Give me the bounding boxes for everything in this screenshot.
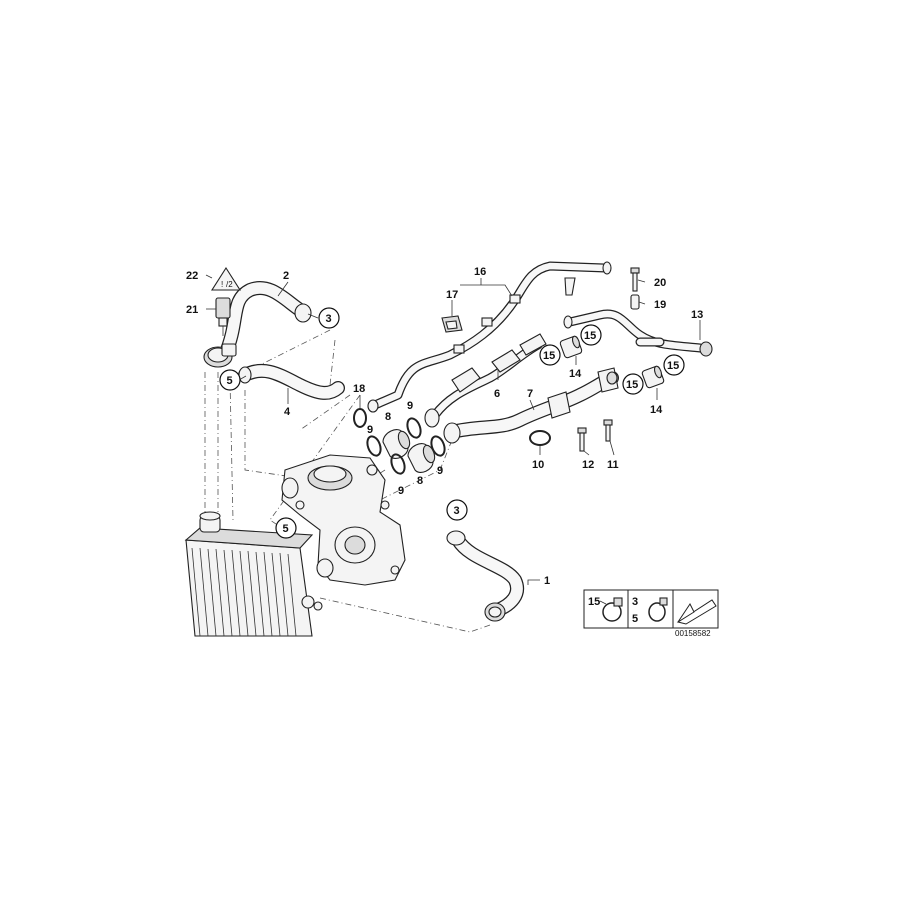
circled-callout-15-a: 15 bbox=[580, 324, 602, 346]
legend-label-5: 5 bbox=[632, 613, 638, 625]
callout-1: 1 bbox=[544, 575, 550, 587]
bolt-20 bbox=[630, 267, 640, 292]
hose-2 bbox=[218, 281, 312, 362]
callout-11: 11 bbox=[607, 459, 619, 471]
callout-19: 19 bbox=[654, 299, 666, 311]
svg-text:15: 15 bbox=[626, 379, 638, 391]
legend-reference-arrow-icon bbox=[676, 599, 717, 625]
callout-numbers: 22 2 21 4 18 16 17 6 7 8 9 9 9 8 9 10 12… bbox=[186, 266, 703, 587]
diagram-reference-number: 00158582 bbox=[675, 629, 711, 638]
callout-7: 7 bbox=[527, 388, 533, 400]
svg-text:3: 3 bbox=[326, 313, 332, 325]
sleeve-19 bbox=[630, 294, 640, 310]
callout-20: 20 bbox=[654, 277, 666, 289]
circled-callout-5-top: 5 bbox=[219, 369, 241, 391]
o-ring-18 bbox=[353, 408, 367, 428]
sleeve-8-lower bbox=[407, 443, 436, 473]
callout-9-left: 9 bbox=[367, 424, 373, 436]
callout-8-lower: 8 bbox=[417, 475, 423, 487]
hose-14-a bbox=[559, 335, 583, 359]
callout-4: 4 bbox=[284, 406, 291, 418]
warning-triangle-label: ! /2 bbox=[210, 266, 242, 291]
callout-13: 13 bbox=[691, 309, 703, 321]
svg-text:15: 15 bbox=[543, 350, 555, 362]
circled-callouts: 3 5 5 3 15 15 15 15 bbox=[219, 307, 685, 539]
svg-text:15: 15 bbox=[667, 360, 679, 372]
callout-9-upper-right: 9 bbox=[407, 400, 413, 412]
sleeve-8-upper bbox=[382, 429, 411, 459]
svg-text:15: 15 bbox=[584, 330, 596, 342]
callout-6: 6 bbox=[494, 388, 500, 400]
circled-callout-5-lower: 5 bbox=[275, 517, 297, 539]
callout-9-lower: 9 bbox=[398, 485, 404, 497]
callout-10: 10 bbox=[532, 459, 544, 471]
pipe-7 bbox=[443, 367, 619, 444]
radiator-fins bbox=[191, 547, 297, 637]
callout-8-upper: 8 bbox=[385, 411, 391, 423]
circled-callout-15-c: 15 bbox=[663, 354, 685, 376]
svg-text:5: 5 bbox=[283, 523, 289, 535]
callout-2: 2 bbox=[283, 270, 289, 282]
hose-1 bbox=[446, 530, 524, 622]
circled-callout-3-top: 3 bbox=[318, 307, 340, 329]
legend-clamp-small: 3 5 bbox=[632, 596, 668, 625]
hose-4 bbox=[238, 363, 345, 400]
radiator bbox=[184, 511, 323, 637]
callout-14-right: 14 bbox=[650, 404, 663, 416]
thermostat-cap bbox=[203, 343, 237, 368]
circled-callout-15-b: 15 bbox=[539, 344, 561, 366]
legend-clamp-large: 15 bbox=[588, 596, 623, 622]
hose-14-b bbox=[641, 365, 665, 389]
o-rings-9 bbox=[366, 417, 446, 475]
svg-text:/2: /2 bbox=[226, 280, 233, 289]
callout-21: 21 bbox=[186, 304, 198, 316]
callout-16: 16 bbox=[474, 266, 486, 278]
bolt-12 bbox=[577, 427, 587, 452]
leader-lines bbox=[205, 274, 701, 585]
svg-text:3: 3 bbox=[454, 505, 460, 517]
legend-panel: 15 3 5 00158582 bbox=[583, 589, 719, 638]
svg-text:!: ! bbox=[221, 280, 223, 289]
callout-22: 22 bbox=[186, 270, 198, 282]
legend-label-3: 3 bbox=[632, 596, 638, 608]
bolt-11 bbox=[603, 419, 613, 442]
callout-18: 18 bbox=[353, 383, 365, 395]
temperature-sensor bbox=[215, 297, 231, 336]
callout-17: 17 bbox=[446, 289, 458, 301]
pipe-13 bbox=[563, 309, 713, 357]
circled-callout-15-d: 15 bbox=[622, 373, 644, 395]
circled-callout-3-lower: 3 bbox=[446, 499, 468, 521]
svg-text:5: 5 bbox=[227, 375, 233, 387]
pipe-6 bbox=[424, 333, 547, 428]
pipe-16 bbox=[367, 261, 612, 413]
callout-12: 12 bbox=[582, 459, 594, 471]
clip-17 bbox=[441, 315, 463, 333]
gasket-10 bbox=[529, 430, 551, 446]
callout-14-left: 14 bbox=[569, 368, 582, 380]
water-pump bbox=[281, 454, 406, 586]
callout-9-right: 9 bbox=[437, 465, 443, 477]
legend-label-15: 15 bbox=[588, 596, 600, 608]
